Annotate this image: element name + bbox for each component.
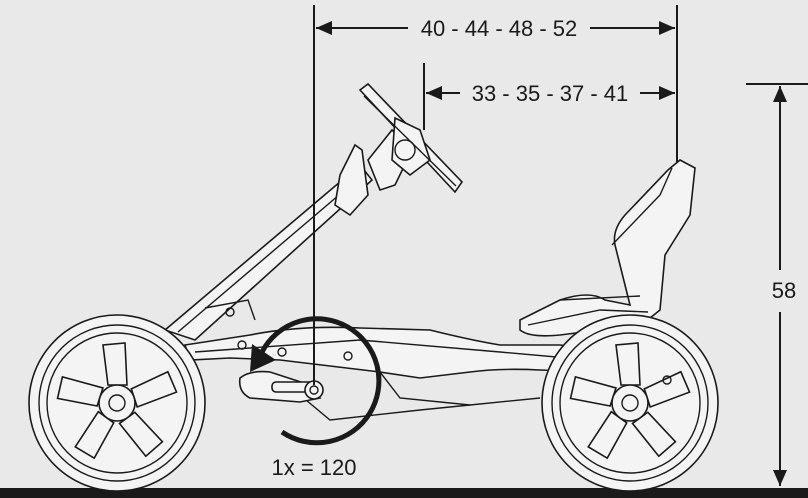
steering-column bbox=[163, 163, 374, 341]
arrow-head-icon bbox=[659, 86, 675, 100]
seat-to-steering-label: 33 - 35 - 37 - 41 bbox=[472, 81, 629, 106]
headstock bbox=[334, 143, 369, 217]
overall-length-label: 40 - 44 - 48 - 52 bbox=[421, 16, 578, 41]
pedal-crank bbox=[237, 340, 353, 403]
steering-wheel bbox=[358, 82, 464, 194]
arrow-head-icon bbox=[316, 21, 332, 35]
ground-line bbox=[0, 488, 808, 498]
front-wheel bbox=[28, 314, 206, 492]
seat bbox=[519, 159, 696, 337]
dimension-lines bbox=[313, 5, 808, 486]
crank-rotation-label: 1x = 120 bbox=[271, 455, 356, 480]
arrow-head-icon bbox=[773, 470, 787, 486]
chassis-frame bbox=[183, 326, 601, 379]
height-label: 58 bbox=[772, 278, 796, 303]
arrow-head-icon bbox=[773, 86, 787, 102]
rotation-arrow-icon bbox=[250, 316, 382, 446]
rear-wheel bbox=[541, 314, 719, 492]
arrow-head-icon bbox=[659, 21, 675, 35]
arrow-head-icon bbox=[426, 86, 442, 100]
go-kart-drawing bbox=[28, 82, 719, 492]
